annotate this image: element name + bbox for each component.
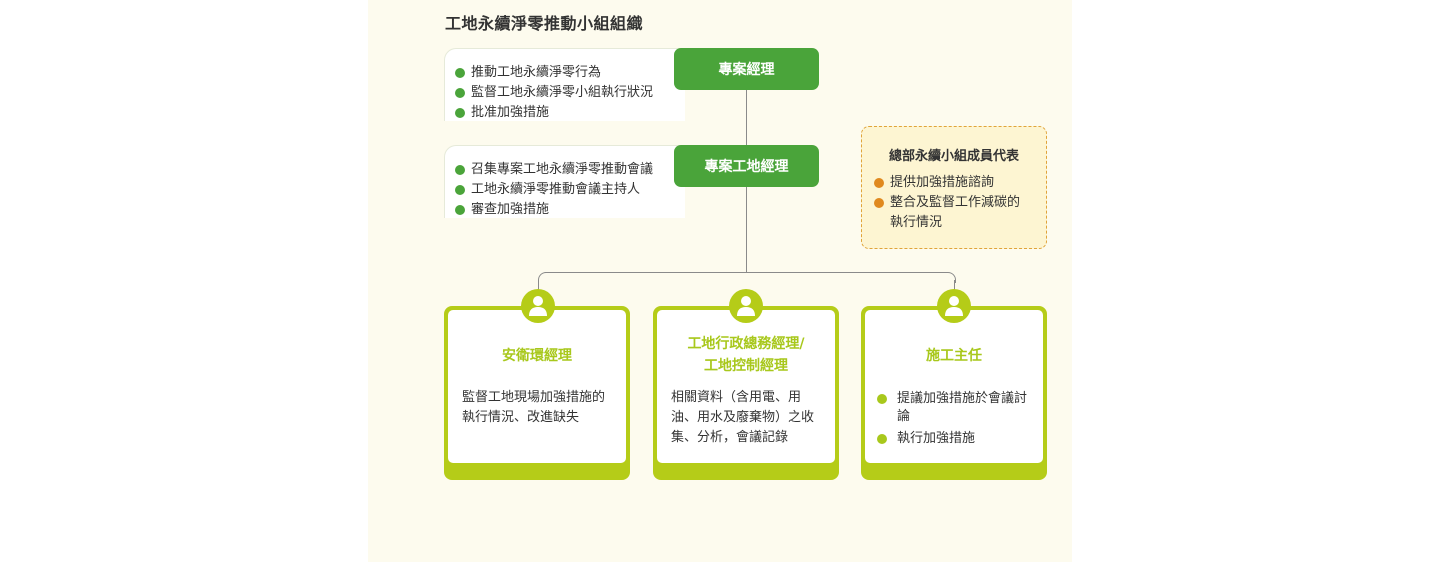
pm-duties-card: 推動工地永續淨零行為 監督工地永續淨零小組執行狀況 批准加強措施 <box>444 48 685 121</box>
list-item: 執行加強措施 <box>877 430 1033 448</box>
card-body: 工地行政總務經理/ 工地控制經理 相關資料（含用電、用油、用水及廢棄物）之收集、… <box>657 310 835 463</box>
list-item: 提議加強措施於會議討論 <box>877 390 1033 426</box>
site-manager-duties-card: 召集專案工地永續淨零推動會議 工地永續淨零推動會議主持人 審查加強措施 <box>444 145 685 218</box>
left-branch-corner <box>538 272 549 283</box>
list-item: 審查加強措施 <box>455 200 653 220</box>
bullet-icon <box>455 68 465 78</box>
card-title: 施工主任 <box>926 348 982 364</box>
bullet-icon <box>877 434 887 444</box>
diagram-title: 工地永續淨零推動小組組織 <box>445 14 644 33</box>
card-text: 監督工地現場加強措施的執行情況、改進缺失 <box>462 390 606 425</box>
card-body: 安衛環經理 監督工地現場加強措施的執行情況、改進缺失 <box>448 310 626 463</box>
site-manager-box: 專案工地經理 <box>674 145 819 187</box>
card-title: 工地控制經理 <box>704 358 788 374</box>
list-item: 召集專案工地永續淨零推動會議 <box>455 160 653 180</box>
left-branch-connector <box>538 280 539 292</box>
bullet-icon <box>874 178 884 188</box>
right-branch-connector <box>954 280 955 292</box>
bullet-icon <box>874 198 884 208</box>
right-branch-corner <box>945 272 956 283</box>
list-item: 推動工地永續淨零行為 <box>455 63 653 83</box>
card-text: 相關資料（含用電、用油、用水及廢棄物）之收集、分析，會議記錄 <box>671 390 815 445</box>
card-body: 施工主任 提議加強措施於會議討論 執行加強措施 <box>865 310 1043 463</box>
list-item: 整合及監督工作減碳的執行情況 <box>874 193 1024 233</box>
bullet-icon <box>455 88 465 98</box>
hq-title: 總部永續小組成員代表 <box>888 149 1019 164</box>
bullet-icon <box>455 165 465 175</box>
project-manager-box: 專案經理 <box>674 48 819 90</box>
hq-list: 提供加強措施諮詢 整合及監督工作減碳的執行情況 <box>874 173 1024 233</box>
card-list: 提議加強措施於會議討論 執行加強措施 <box>877 390 1033 452</box>
person-icon <box>729 289 763 323</box>
bullet-icon <box>455 108 465 118</box>
horizontal-connector <box>545 272 947 273</box>
bullet-icon <box>877 394 887 404</box>
bullet-icon <box>455 185 465 195</box>
construction-supervisor-card: 施工主任 提議加強措施於會議討論 執行加強措施 <box>861 306 1047 480</box>
card-title: 安衛環經理 <box>502 348 572 364</box>
site-manager-duties-list: 召集專案工地永續淨零推動會議 工地永續淨零推動會議主持人 審查加強措施 <box>455 160 653 220</box>
list-item: 監督工地永續淨零小組執行狀況 <box>455 83 653 103</box>
admin-manager-card: 工地行政總務經理/ 工地控制經理 相關資料（含用電、用油、用水及廢棄物）之收集、… <box>653 306 839 480</box>
list-item: 批准加強措施 <box>455 103 653 123</box>
card-title: 工地行政總務經理/ <box>687 336 805 352</box>
bullet-icon <box>455 205 465 215</box>
pm-duties-list: 推動工地永續淨零行為 監督工地永續淨零小組執行狀況 批准加強措施 <box>455 63 653 123</box>
list-item: 工地永續淨零推動會議主持人 <box>455 180 653 200</box>
safety-manager-card: 安衛環經理 監督工地現場加強措施的執行情況、改進缺失 <box>444 306 630 480</box>
list-item: 提供加強措施諮詢 <box>874 173 1024 193</box>
person-icon <box>521 289 555 323</box>
hq-representative-box: 總部永續小組成員代表 提供加強措施諮詢 整合及監督工作減碳的執行情況 <box>861 126 1047 249</box>
person-icon <box>937 289 971 323</box>
